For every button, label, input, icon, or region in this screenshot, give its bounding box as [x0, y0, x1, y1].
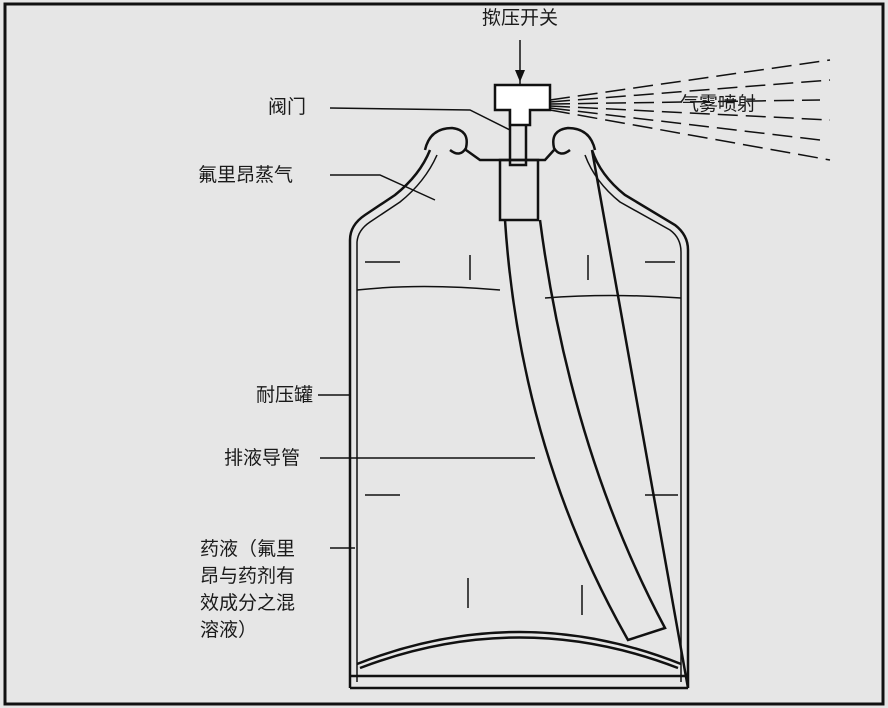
label-valve: 阀门 — [268, 96, 307, 118]
dome-bottom — [356, 630, 682, 670]
dip-tube — [503, 219, 667, 642]
pressure-arrows — [365, 255, 678, 615]
can-inner-wall — [356, 154, 682, 682]
spray-lines — [549, 59, 831, 161]
label-can: 耐压罐 — [256, 384, 314, 406]
can-outer-wall — [348, 149, 690, 689]
liquid-level — [356, 285, 682, 299]
can-base — [350, 674, 688, 690]
label-switch: 揿压开关 — [482, 7, 559, 29]
label-tube: 排液导管 — [224, 447, 301, 469]
valve-body — [498, 158, 540, 222]
label-liquid: 药液（氟里 昂与药剂有 效成分之混 溶液） — [200, 538, 296, 641]
frame — [3, 2, 885, 706]
actuator-button — [493, 83, 552, 127]
label-spray: 气雾喷射 — [680, 93, 757, 115]
label-vapor: 氟里昂蒸气 — [198, 164, 294, 186]
